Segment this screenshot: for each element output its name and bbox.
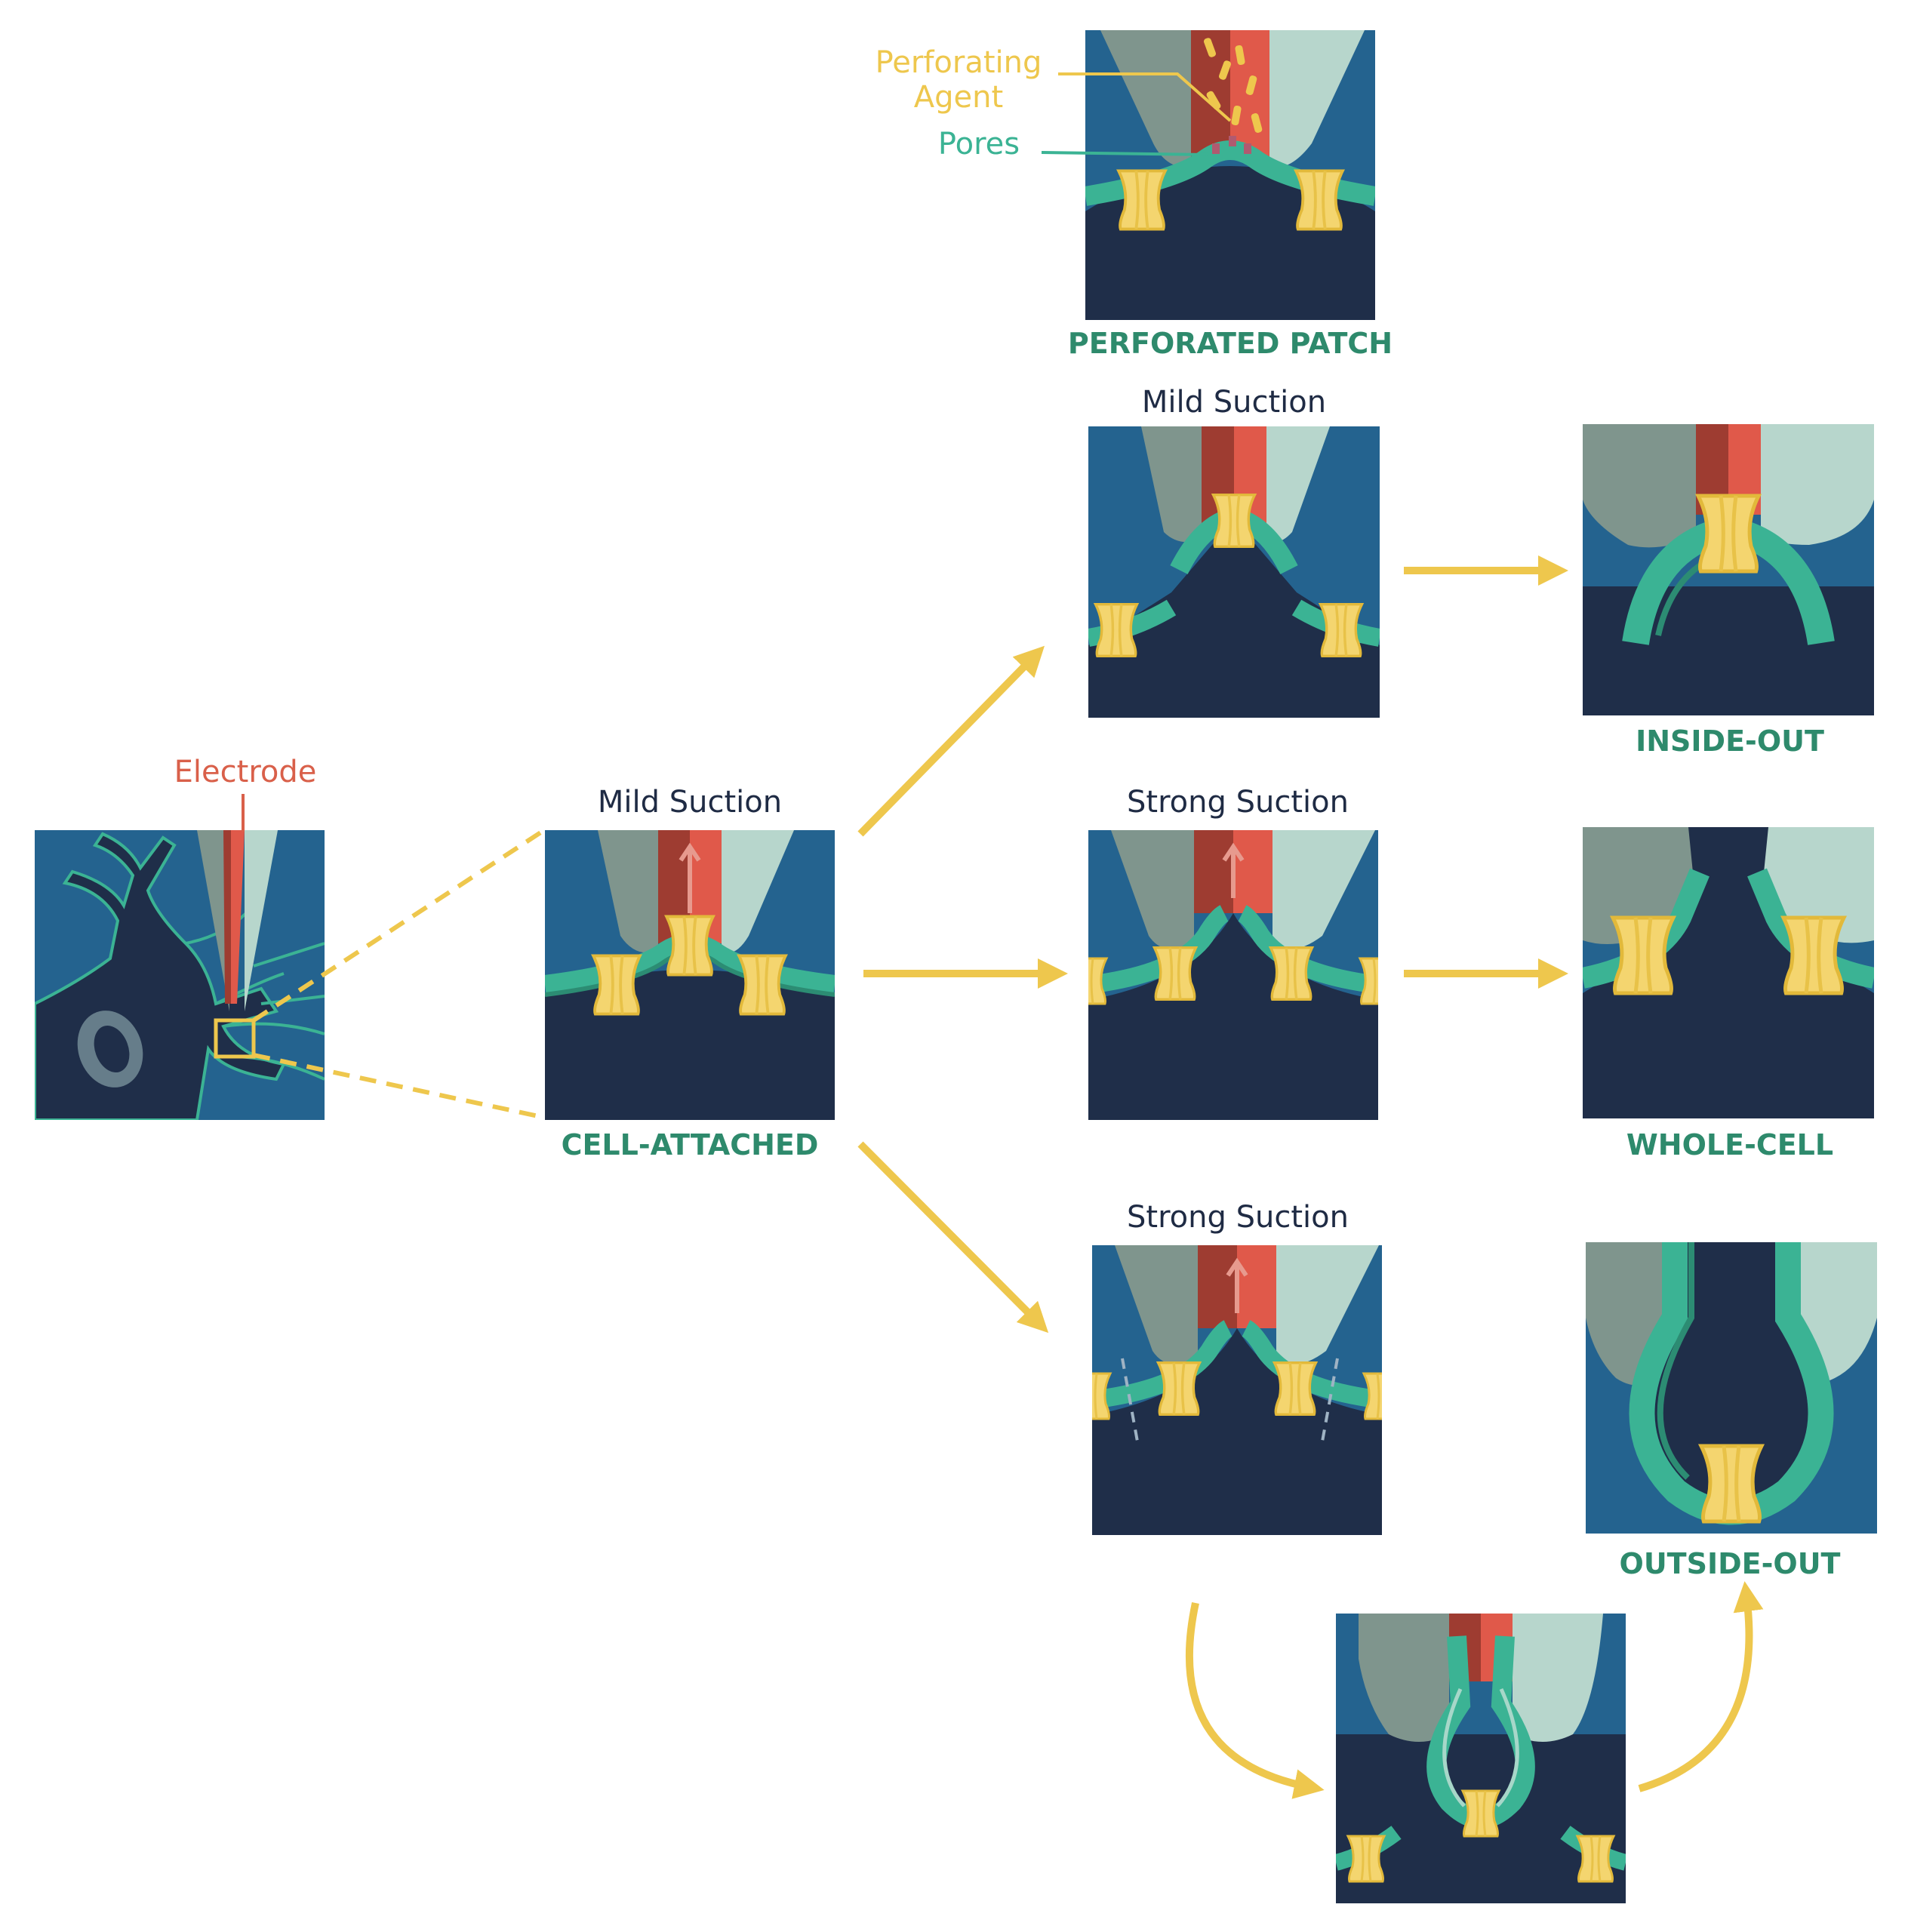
perforating-agent-pointer [1058, 72, 1232, 122]
inside-out-panel [1583, 424, 1874, 715]
pores-pointer [1041, 151, 1208, 156]
dendrite-branch-right [253, 942, 325, 1005]
perforating-agent-label: Perforating Agent [876, 45, 1042, 115]
electrode-label: Electrode [174, 755, 317, 789]
zoom-line-top [252, 829, 543, 1023]
zoom-box [214, 1018, 256, 1059]
cell-attached-label: CELL-ATTACHED [561, 1128, 819, 1161]
membrane-pores [1212, 136, 1251, 154]
strong-suction-lower-panel [1092, 1245, 1382, 1535]
strong-suction-label-lower: Strong Suction [1127, 1200, 1349, 1235]
ruptured-membrane-right [1237, 905, 1378, 994]
pipette-right-wall [245, 830, 278, 1011]
cell-attached-panel [545, 830, 835, 1120]
perforated-patch-panel [1085, 30, 1375, 320]
whole-cell-panel [1583, 827, 1874, 1118]
zoom-line-bottom [253, 1053, 543, 1119]
arrow-to-strong-suction-lower [857, 1141, 1049, 1334]
perforating-agent-line-1: Perforating [875, 45, 1042, 80]
strong-suction-label-middle: Strong Suction [1127, 785, 1349, 820]
perforating-agent-line-2: Agent [913, 80, 1004, 115]
outside-out-panel [1586, 1242, 1877, 1534]
outside-out-label: OUTSIDE-OUT [1619, 1547, 1841, 1580]
arrow-to-vesicle [1185, 1601, 1325, 1799]
perforated-patch-label: PERFORATED PATCH [1067, 327, 1393, 360]
tear-line-right [1321, 1358, 1339, 1442]
strong-suction-middle-panel [1088, 830, 1378, 1120]
pipette-right-wall [722, 830, 794, 953]
arrow-to-outside-out [1638, 1581, 1764, 1792]
mild-suction-label-center: Mild Suction [597, 785, 783, 820]
whole-cell-label: WHOLE-CELL [1626, 1128, 1834, 1161]
inside-out-label: INSIDE-OUT [1636, 724, 1824, 758]
pipette-left-wall [197, 830, 229, 1011]
arrow-to-mild-suction [857, 645, 1045, 837]
suction-arrow [679, 842, 701, 913]
pores-label: Pores [937, 127, 1020, 162]
nucleus-inner [94, 1026, 130, 1072]
mild-suction-label-upper: Mild Suction [1141, 385, 1327, 420]
tear-line-left [1121, 1358, 1139, 1442]
perforating-agent-particles [1203, 38, 1263, 133]
membrane-flow-arrow [1442, 1687, 1466, 1807]
mild-suction-upper-panel [1088, 426, 1380, 718]
ruptured-membrane-left [1088, 905, 1229, 994]
pipette-left-wall [598, 830, 658, 953]
electrode-wire-light [231, 830, 245, 1004]
vesicle-formation-panel [1336, 1614, 1626, 1903]
cell-overview-panel [35, 830, 325, 1120]
